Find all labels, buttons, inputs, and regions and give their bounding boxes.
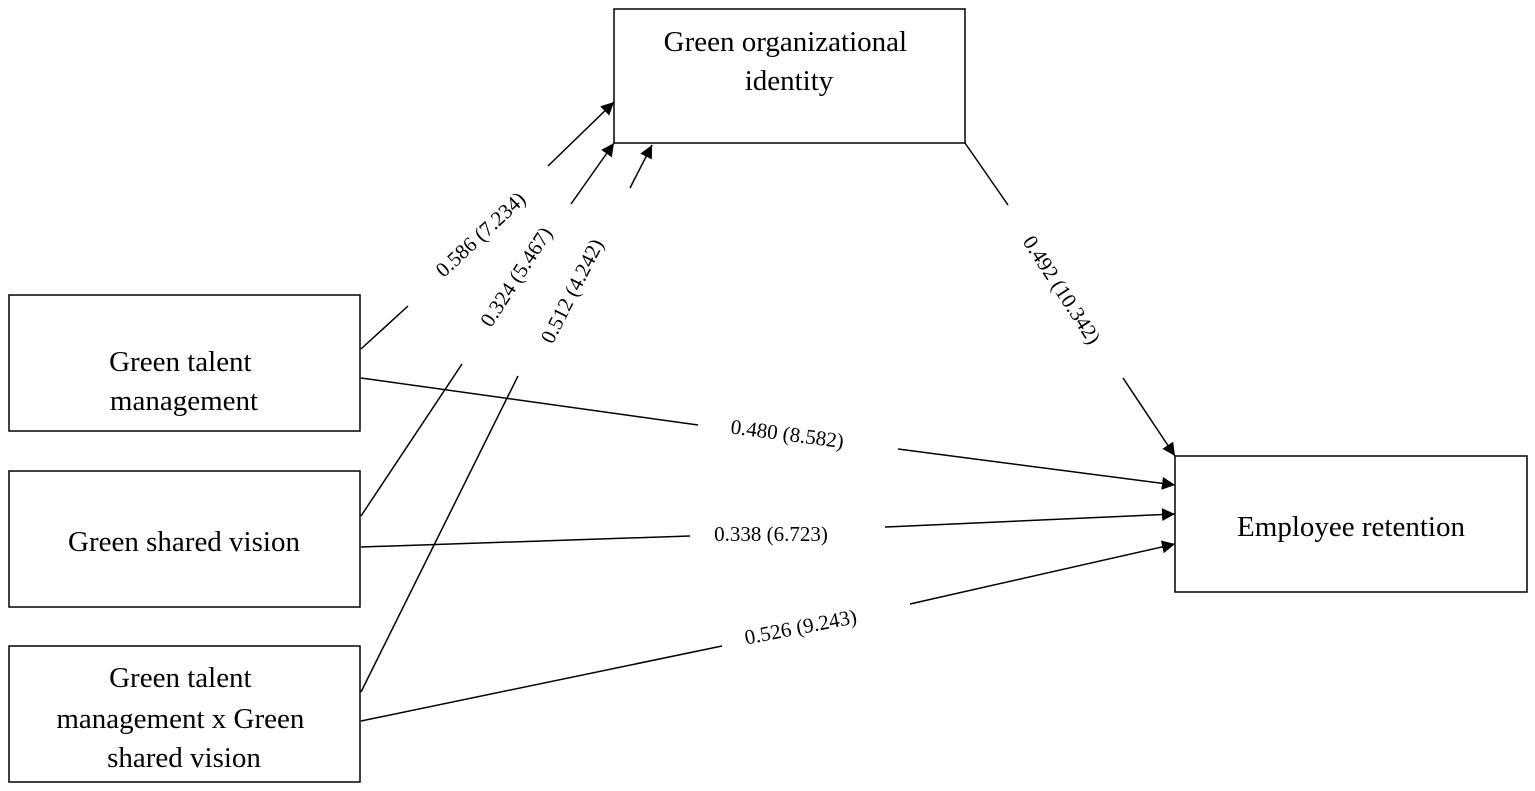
edge-gtm-to-goi-start: [360, 305, 409, 350]
node-box: [8, 645, 361, 783]
node-interaction-term: Green talent management x Green shared v…: [8, 645, 361, 783]
edge-goi-to-er-start: [964, 142, 1009, 206]
node-box: [8, 294, 361, 432]
node-label-line: Green talent: [109, 662, 252, 694]
edge-label-gtm-to-er: 0.480 (8.582): [729, 415, 845, 454]
svg-text:Green organizational ide: Green organizational identity: [664, 26, 915, 97]
svg-text:Green talent management: Green talent management x Green shared v…: [56, 662, 311, 774]
node-label-line: identity: [745, 65, 834, 97]
edge-goi-to-er: [1122, 377, 1176, 457]
node-box: [613, 8, 966, 144]
edge-gsv-to-er: [884, 508, 1176, 528]
edge-gtm-to-er: [897, 448, 1176, 490]
edge-gsv-to-goi: [570, 142, 615, 205]
node-green-organizational-identity: Green organizational identity: [613, 8, 966, 144]
node-label-line: management x Green: [56, 703, 305, 735]
node-label-line: Green shared vision: [68, 526, 300, 558]
node-green-shared-vision: Green shared vision: [8, 470, 361, 608]
edge-gsv-to-goi-start: [360, 363, 463, 517]
edges: [360, 101, 1176, 722]
svg-text:Employee retention: Employee retention: [1237, 511, 1465, 543]
edge-gtm-to-goi: [547, 101, 615, 167]
node-label-line: Employee retention: [1237, 511, 1465, 543]
node-label-line: Green talent: [109, 346, 252, 378]
node-green-talent-management: Green talent management: [8, 294, 361, 432]
edge-labels: 0.586 (7.234) 0.324 (5.467) 0.512 (4.242…: [431, 187, 1106, 650]
edge-label-goi-to-er: 0.492 (10.342): [1018, 231, 1106, 348]
node-employee-retention: Employee retention: [1174, 455, 1528, 593]
svg-text:Green talent management: Green talent management: [109, 346, 259, 417]
edge-int-to-er-start: [360, 645, 723, 722]
node-box: [1174, 455, 1528, 593]
node-box: [8, 470, 361, 608]
edge-int-to-goi: [629, 144, 653, 189]
svg-text:Green shared vision: Green shared vision: [68, 526, 300, 558]
node-label-line: shared vision: [107, 742, 261, 774]
node-label-line: management: [110, 385, 258, 417]
edge-gtm-to-er-start: [360, 377, 699, 426]
edge-int-to-er: [909, 540, 1176, 605]
edge-gsv-to-er-start: [360, 535, 691, 548]
edge-label-gsv-to-er: 0.338 (6.723): [714, 522, 828, 546]
edge-int-to-goi-start: [360, 375, 519, 693]
node-label-line: Green organizational: [664, 26, 907, 58]
edge-label-int-to-er: 0.526 (9.243): [742, 604, 858, 649]
